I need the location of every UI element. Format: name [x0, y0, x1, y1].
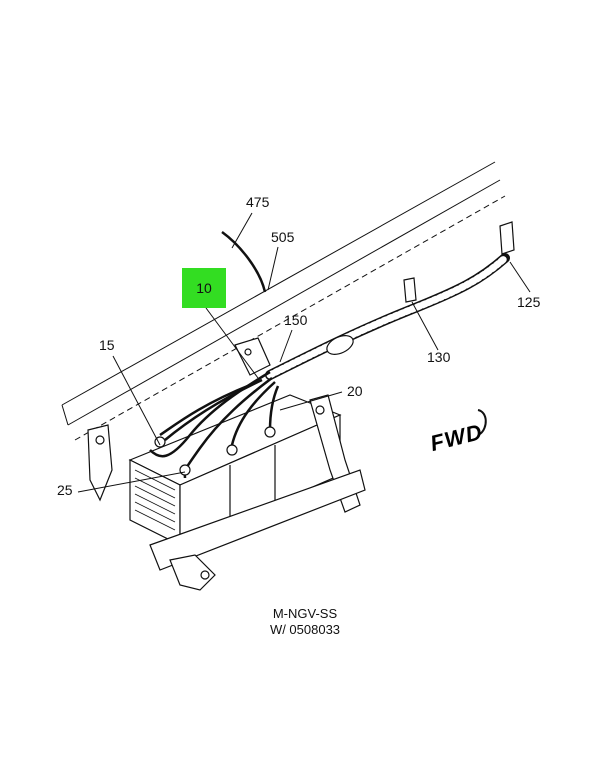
callout-20: 20	[347, 383, 363, 399]
callout-10-highlight[interactable]: 10	[182, 268, 226, 308]
harness-clips	[154, 221, 515, 476]
callout-150: 150	[284, 312, 308, 328]
callout-505: 505	[271, 229, 295, 245]
callout-10: 10	[196, 280, 212, 296]
leader-lines	[77, 212, 531, 493]
callout-125: 125	[517, 294, 541, 310]
callout-130: 130	[427, 349, 451, 365]
caption-line-2: W/ 0508033	[269, 622, 341, 637]
mounting-bracket	[87, 337, 366, 591]
caption-line-1: M-NGV-SS	[272, 606, 338, 621]
callout-15: 15	[99, 337, 115, 353]
frame-rail	[61, 161, 506, 441]
callout-25: 25	[57, 482, 73, 498]
fwd-arrow-icon	[477, 409, 487, 435]
callout-475: 475	[246, 194, 270, 210]
battery-box	[128, 394, 342, 546]
